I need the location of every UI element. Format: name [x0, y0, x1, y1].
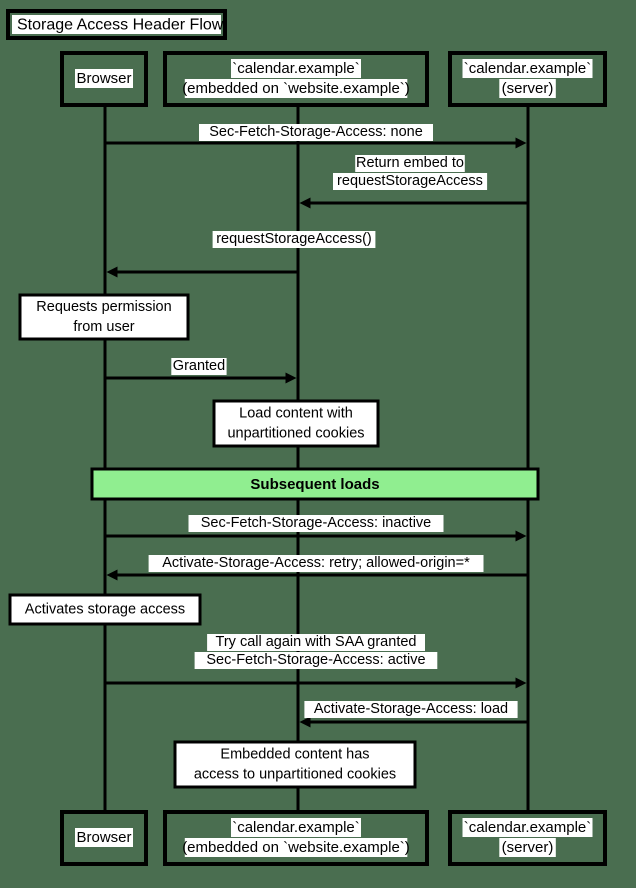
- participant-embed-bottom[interactable]: `calendar.example` (embedded on `website.…: [163, 810, 429, 866]
- message-msg-try-call-again[interactable]: Try call again with SAA grantedSec-Fetch…: [105, 634, 527, 689]
- message-msg-sec-fetch-inactive[interactable]: Sec-Fetch-Storage-Access: inactive: [105, 515, 527, 542]
- note-embedded-content-access-line-0: Embedded content has: [220, 746, 369, 762]
- participant-embed-top-box: [163, 51, 429, 107]
- note-embedded-content-access-box: [173, 740, 417, 789]
- participant-server-bottom-box: [448, 810, 607, 866]
- msg-request-storage-access-arrowhead: [106, 266, 118, 278]
- note-activates-storage-access-box: [8, 593, 202, 626]
- participant-browser-top-box: [60, 51, 148, 107]
- diagram-title: Storage Access Header Flow: [6, 9, 227, 40]
- title-backplate: [12, 15, 221, 34]
- participant-embed-top-backplate-0: [231, 59, 361, 78]
- participants-group: BrowserBrowser`calendar.example`(embedde…: [60, 51, 607, 866]
- participant-server-bottom-backplate-1: [499, 838, 556, 857]
- note-requests-permission-box: [18, 293, 190, 341]
- participant-embed-bottom-label-1: (embedded on `website.example`): [182, 839, 410, 856]
- msg-try-call-again-label-line-1: Sec-Fetch-Storage-Access: active: [206, 652, 425, 668]
- msg-granted-label-backplate: [171, 358, 227, 375]
- note-load-content-line-1: unpartitioned cookies: [227, 425, 364, 441]
- participant-browser-bottom-label-0: Browser: [76, 829, 131, 846]
- participant-browser-bottom-backplate-0: [75, 828, 133, 847]
- participant-server-bottom[interactable]: `calendar.example` (server): [448, 810, 607, 866]
- message-msg-request-storage-access[interactable]: requestStorageAccess(): [106, 231, 376, 278]
- participant-server-top[interactable]: `calendar.example` (server): [448, 51, 607, 107]
- participant-embed-top-label-0: `calendar.example`: [232, 60, 360, 77]
- note-note-embedded-content-access: Embedded content has access to unpartitio…: [173, 740, 417, 789]
- msg-activate-retry-label-backplate: [148, 555, 484, 572]
- msg-return-embed-label-line-1: requestStorageAccess: [337, 173, 483, 189]
- msg-request-storage-access-label-line-0: requestStorageAccess(): [216, 231, 372, 247]
- message-msg-activate-retry[interactable]: Activate-Storage-Access: retry; allowed-…: [106, 555, 529, 581]
- msg-sec-fetch-none-label-line-0: Sec-Fetch-Storage-Access: none: [209, 124, 423, 140]
- message-msg-activate-load[interactable]: Activate-Storage-Access: load: [299, 701, 529, 728]
- msg-try-call-again-label-backplate: [207, 634, 425, 651]
- title-text: Storage Access Header Flow: [17, 17, 224, 34]
- note-requests-permission-line-1: from user: [73, 319, 134, 335]
- msg-activate-retry-label-line-0: Activate-Storage-Access: retry; allowed-…: [162, 555, 470, 571]
- msg-sec-fetch-inactive-label-backplate: [188, 515, 444, 532]
- title-box: [6, 9, 227, 40]
- msg-activate-load-label-backplate: [304, 701, 518, 718]
- participant-browser-top[interactable]: Browser: [60, 51, 148, 107]
- msg-return-embed-label-line-0: Return embed to: [356, 155, 464, 171]
- divider-subsequent-loads-label: Subsequent loads: [250, 476, 379, 493]
- msg-activate-load-label-line-0: Activate-Storage-Access: load: [314, 701, 508, 717]
- participant-embed-top-label-1: (embedded on `website.example`): [182, 80, 410, 97]
- participant-server-bottom-backplate-0: [462, 818, 593, 837]
- msg-return-embed-label-backplate: [355, 155, 465, 172]
- note-requests-permission-line-0: Requests permission: [36, 299, 171, 315]
- participant-embed-bottom-box: [163, 810, 429, 866]
- note-embedded-content-access-line-1: access to unpartitioned cookies: [194, 766, 396, 782]
- participant-browser-top-backplate-0: [75, 69, 133, 88]
- divider-divider-subsequent-loads: Subsequent loads: [90, 467, 540, 501]
- note-note-activates-storage-access: Activates storage access: [8, 593, 202, 626]
- msg-sec-fetch-inactive-label-line-0: Sec-Fetch-Storage-Access: inactive: [201, 515, 431, 531]
- message-msg-granted[interactable]: Granted: [105, 358, 297, 384]
- participant-browser-bottom-box: [60, 810, 148, 866]
- participant-browser-bottom[interactable]: Browser: [60, 810, 148, 866]
- participant-embed-top-backplate-1: [184, 79, 408, 98]
- participant-server-top-backplate-0: [462, 59, 593, 78]
- msg-activate-retry-arrowhead: [106, 569, 118, 581]
- participant-server-top-box: [448, 51, 607, 107]
- msg-request-storage-access-label-backplate: [212, 231, 376, 248]
- msg-sec-fetch-inactive-arrowhead: [515, 530, 527, 542]
- participant-server-top-backplate-1: [499, 79, 556, 98]
- msg-activate-load-arrowhead: [299, 716, 311, 728]
- participant-server-top-label-1: (server): [502, 80, 554, 97]
- msg-granted-arrowhead: [285, 372, 297, 384]
- message-msg-sec-fetch-none[interactable]: Sec-Fetch-Storage-Access: none: [105, 124, 527, 149]
- participant-embed-top[interactable]: `calendar.example` (embedded on `website.…: [163, 51, 429, 107]
- lifelines-group: [103, 105, 530, 812]
- msg-sec-fetch-none-label-backplate: [199, 124, 433, 141]
- message-msg-return-embed[interactable]: Return embed to requestStorageAccess: [299, 155, 529, 209]
- divider-subsequent-loads-band: [90, 467, 540, 501]
- participant-server-bottom-label-1: (server): [502, 839, 554, 856]
- note-note-load-content: Load content with unpartitioned cookies: [212, 399, 380, 448]
- msg-try-call-again-label-line-0: Try call again with SAA granted: [216, 634, 417, 650]
- participant-embed-bottom-label-0: `calendar.example`: [232, 819, 360, 836]
- note-activates-storage-access-line-0: Activates storage access: [25, 601, 185, 617]
- msg-try-call-again-arrowhead: [515, 677, 527, 689]
- dividers-group: Subsequent loads: [90, 467, 540, 501]
- msg-granted-label-line-0: Granted: [173, 358, 225, 374]
- note-load-content-box: [212, 399, 380, 448]
- participant-server-top-label-0: `calendar.example`: [464, 60, 592, 77]
- msg-try-call-again-label-backplate: [194, 652, 438, 669]
- participant-server-bottom-label-0: `calendar.example`: [464, 819, 592, 836]
- note-load-content-line-0: Load content with: [239, 405, 353, 421]
- participant-embed-bottom-backplate-0: [231, 818, 361, 837]
- participant-browser-top-label-0: Browser: [76, 70, 131, 87]
- msg-return-embed-arrowhead: [299, 197, 311, 209]
- note-note-requests-permission: Requests permission from user: [18, 293, 190, 341]
- participant-embed-bottom-backplate-1: [184, 838, 408, 857]
- msg-return-embed-label-backplate: [333, 173, 488, 190]
- msg-sec-fetch-none-arrowhead: [515, 137, 527, 149]
